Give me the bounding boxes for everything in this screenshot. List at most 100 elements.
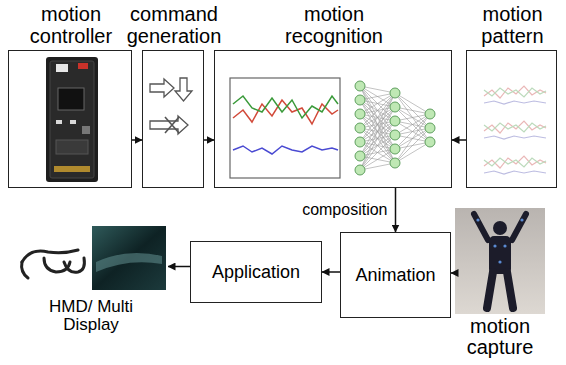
illustration-part [355,151,365,161]
illustration-part [493,221,507,235]
illustration-part [230,78,340,178]
illustration-part [503,244,506,247]
process-box: Animation [340,232,451,318]
process-box: motion pattern [466,50,557,188]
box-label: Application [191,261,321,283]
illustration-part [150,79,174,97]
illustration-part [56,140,88,154]
illustration-part [360,107,395,170]
illustration-part [425,109,435,119]
illustration-part [150,116,188,134]
illustration-part [233,96,338,118]
illustration-part [484,158,546,167]
process-box: motion recognition [214,50,452,188]
illustration-part [487,272,513,308]
box-heading: command generation [114,3,234,47]
illustration-part [395,142,430,163]
illustration-part [355,123,365,133]
illustration-part [360,86,430,170]
illustration-part [355,81,435,175]
illustration-part [484,171,546,174]
illustration-part [390,158,400,168]
illustration-part [520,218,523,221]
image-caption: motion capture [440,316,560,358]
illustration-part [233,146,338,154]
arrow-connector [168,266,190,268]
box-heading: motion controller [11,3,131,47]
box-label: Animation [341,264,450,286]
process-box: command generation [142,50,204,188]
box-heading: motion pattern [453,3,566,47]
image-caption: HMD/ Multi Display [26,298,156,334]
illustration-part [476,218,479,221]
hmd-glasses [22,250,85,278]
illustration-part [355,109,365,119]
illustration-part [22,262,28,278]
command-icons [150,78,192,134]
illustration-part [395,93,430,128]
illustration-part [390,144,400,154]
illustration-part [360,86,395,149]
illustration-part [46,57,98,182]
process-box: motion controller [8,50,132,188]
illustration-part [360,135,395,170]
illustration-part [395,107,430,142]
arrow-connector [322,271,340,273]
illustration-part [484,86,546,98]
illustration-part [484,156,546,168]
illustration-part [484,121,546,133]
illustration-part [390,88,400,98]
pattern-charts [484,86,546,174]
illustration-part [360,86,395,121]
illustration-part [425,137,435,147]
illustration-part [484,101,546,104]
illustration-part [175,78,192,101]
edge-label: composition [301,201,388,219]
illustration-part [64,258,84,272]
illustration-part [22,250,78,262]
illustration-part [355,95,365,105]
illustration-part [82,126,90,134]
illustration-part [56,120,62,124]
controller-board [46,57,98,182]
process-box: Application [190,241,322,303]
illustration-part [493,244,496,247]
image-node: motion capture [455,208,545,314]
illustration-part [355,137,365,147]
illustration-part [360,149,395,170]
image-node: HMD/ Multi Display [14,222,168,292]
illustration-part [58,88,84,110]
display-streak [96,253,162,272]
illustration-part [395,114,430,149]
arrow-connector [132,139,142,141]
illustration-part [455,208,545,314]
neural-network [355,81,435,175]
illustration-part [425,123,435,133]
illustration-part [484,123,546,132]
illustration-part [390,116,400,126]
illustration-part [355,165,365,175]
illustration-part [395,128,430,163]
illustration-part [484,88,546,97]
display-screen [92,226,166,290]
illustration-part [390,102,400,112]
illustration-part [70,120,76,124]
arrow-connector [451,272,455,274]
arrow-connector [452,139,466,141]
illustration-part [78,63,88,69]
illustration-part [484,136,546,139]
illustration-part [360,93,395,156]
illustration-part [355,81,365,91]
illustration-part [165,117,179,133]
illustration-part [54,166,90,172]
illustration-part [360,93,395,128]
illustration-part [498,260,501,263]
arrow-connector [204,139,214,141]
box-heading: motion recognition [274,3,394,47]
recognition-chart [230,78,340,178]
capture-photo [455,208,545,314]
illustration-part [50,61,94,178]
illustration-part [360,86,395,163]
arrow-connector [395,188,397,232]
illustration-part [360,93,395,170]
